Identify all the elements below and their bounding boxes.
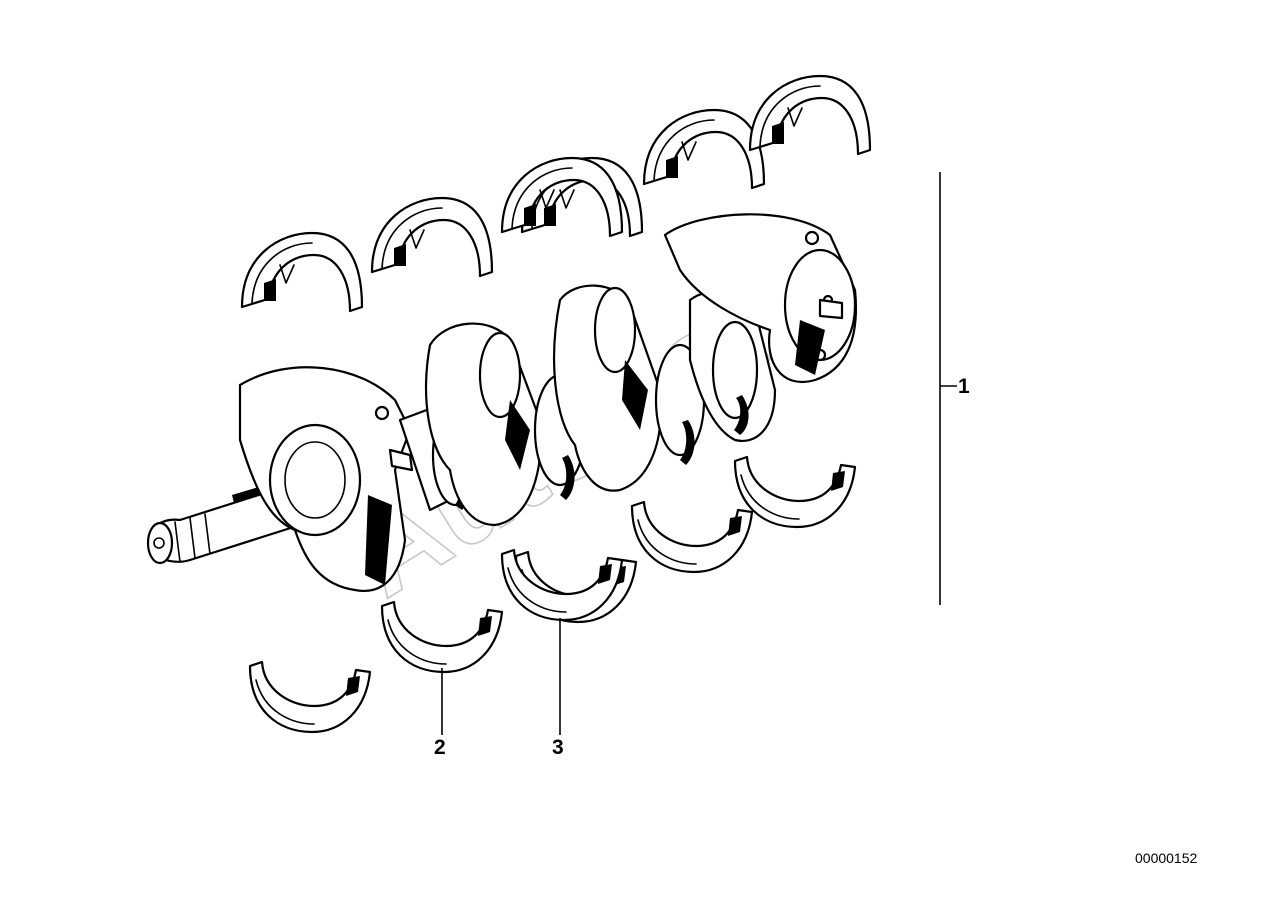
crankshaft — [146, 213, 857, 592]
lower-bearing-shell — [733, 455, 857, 529]
diagram-id: 00000152 — [1135, 850, 1198, 866]
upper-bearing-shell — [240, 231, 364, 313]
lower-bearing-shell — [630, 500, 754, 574]
callout-label-1: 1 — [958, 375, 970, 398]
callout-label-3: 3 — [552, 736, 564, 759]
upper-bearing-shell — [642, 108, 766, 190]
upper-bearing-shell — [370, 196, 494, 278]
upper-bearing-shell-thrust — [500, 156, 644, 238]
lower-bearing-shell — [248, 660, 372, 734]
callout-label-2: 2 — [434, 736, 446, 759]
upper-bearing-shell — [748, 74, 872, 156]
lower-bearing-shell-thrust — [500, 548, 638, 624]
